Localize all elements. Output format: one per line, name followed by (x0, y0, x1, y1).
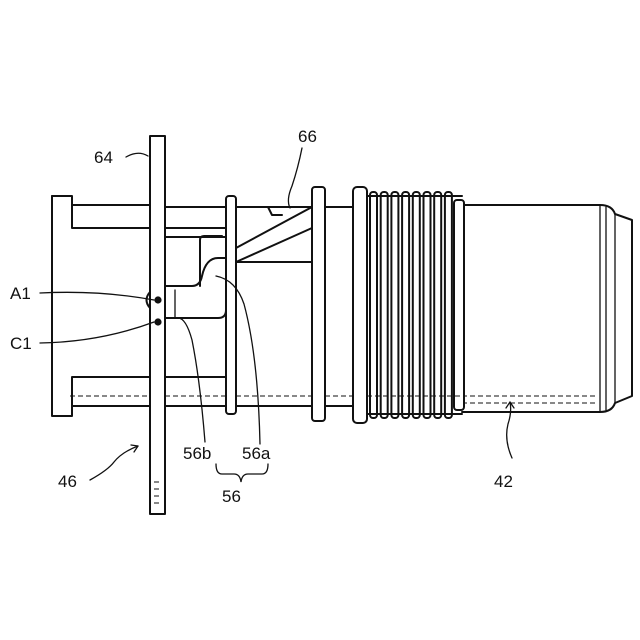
groove-56 (160, 236, 226, 318)
label-42: 42 (494, 472, 513, 491)
point-c1 (154, 318, 161, 325)
pipe-42 (462, 205, 632, 412)
thread-crest (424, 192, 431, 418)
thread-crest (445, 192, 452, 418)
thread-crest (402, 192, 409, 418)
thread-crest (370, 192, 377, 418)
label-56a: 56a (242, 444, 271, 463)
label-56b: 56b (183, 444, 211, 463)
label-66: 66 (298, 127, 317, 146)
thread-crest (434, 192, 441, 418)
label-64: 64 (94, 148, 113, 167)
label-a1: A1 (10, 284, 31, 303)
label-c1: C1 (10, 334, 32, 353)
label-56: 56 (222, 487, 241, 506)
point-a1 (154, 296, 161, 303)
plate-64 (147, 136, 166, 514)
label-46: 46 (58, 472, 77, 491)
thread (353, 187, 464, 423)
leader-lines (40, 148, 514, 482)
thread-crest (413, 192, 420, 418)
thread-crest (391, 192, 398, 418)
thread-crest (381, 192, 388, 418)
